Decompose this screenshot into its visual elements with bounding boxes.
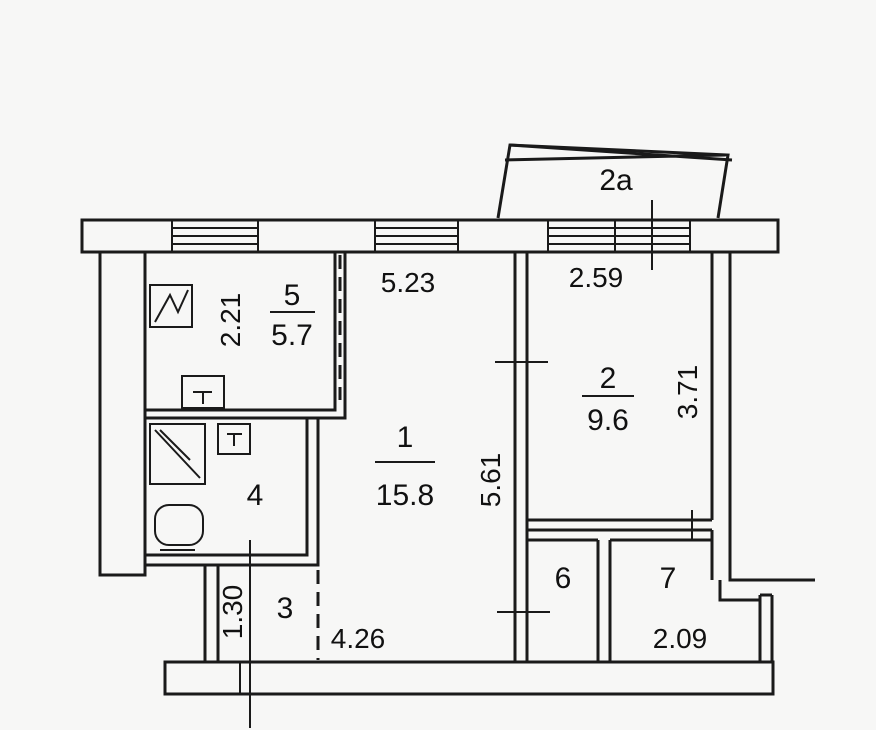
shower-icon [149, 423, 206, 485]
toilet-icon [154, 504, 204, 546]
fixtures [149, 284, 251, 551]
door-marks [239, 361, 693, 728]
room-5-area: 5.7 [271, 319, 313, 352]
room-3-label: 3 [277, 592, 294, 625]
room-1-area: 15.8 [376, 479, 434, 512]
balcony-outline [496, 143, 733, 270]
dim-hall-width: 4.26 [331, 623, 386, 654]
washbasin-icon [217, 423, 251, 455]
dim-kitchen-height: 2.21 [215, 293, 246, 348]
dim-room2-width: 2.59 [569, 262, 624, 293]
stove-icon [149, 284, 193, 328]
dim-room3-width: 1.30 [217, 585, 248, 640]
room-7-label: 7 [660, 562, 677, 595]
dim-room1-depth: 5.61 [475, 453, 506, 508]
dim-room1-width: 5.23 [381, 267, 436, 298]
room-2a-label: 2a [599, 164, 633, 197]
dim-closet7-width: 2.09 [653, 623, 708, 654]
interior-walls [145, 252, 714, 662]
room-1-label: 1 [397, 421, 414, 454]
room-2-label: 2 [600, 362, 617, 395]
room-2-area: 9.6 [587, 404, 629, 437]
room-4-label: 4 [247, 479, 264, 512]
windows [171, 220, 691, 252]
room-6-label: 6 [555, 562, 572, 595]
room-5-label: 5 [284, 279, 301, 312]
sink-icon [181, 375, 225, 409]
outer-walls [80, 218, 815, 696]
dim-room2-depth: 3.71 [672, 365, 703, 420]
